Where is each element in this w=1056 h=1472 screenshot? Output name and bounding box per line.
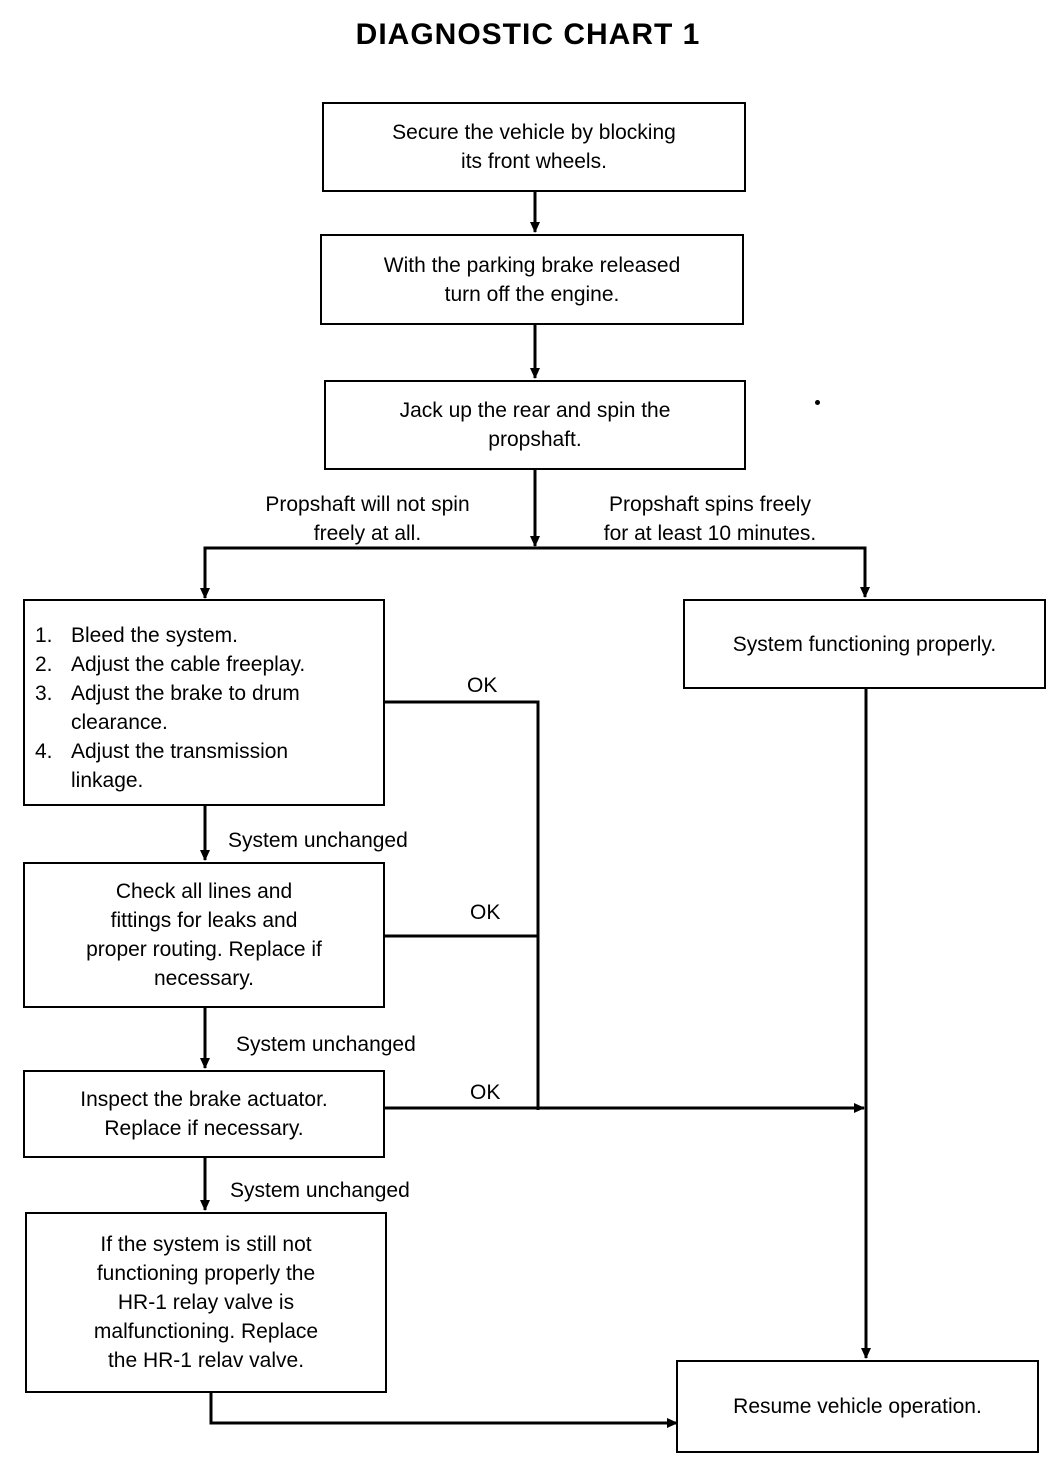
arrow-relay-to-resume bbox=[209, 1393, 678, 1428]
label-ok-1: OK bbox=[467, 674, 498, 697]
node-jack-up: Jack up the rear and spin the propshaft. bbox=[324, 380, 746, 470]
ok-line-steps bbox=[385, 700, 540, 1110]
node-inspect-actuator: Inspect the brake actuator. Replace if n… bbox=[23, 1070, 385, 1158]
step-item: 3.Adjust the brake to drum clearance. bbox=[35, 682, 300, 734]
node-parking-brake: With the parking brake released turn off… bbox=[320, 234, 744, 325]
node-check-lines: Check all lines and fittings for leaks a… bbox=[23, 862, 385, 1008]
label-ok-2: OK bbox=[470, 901, 501, 924]
label-spins-freely: Propshaft spins freely for at least 10 m… bbox=[603, 493, 817, 545]
node-secure-vehicle: Secure the vehicle by blocking its front… bbox=[322, 102, 746, 192]
node-system-functioning: System functioning properly. bbox=[683, 599, 1046, 689]
label-unchanged-3: System unchanged bbox=[230, 1179, 410, 1202]
label-ok-3: OK bbox=[470, 1081, 501, 1104]
label-unchanged-2: System unchanged bbox=[236, 1033, 416, 1056]
step-item: 4.Adjust the transmission linkage. bbox=[35, 740, 289, 792]
step-item: 2.Adjust the cable freeplay. bbox=[35, 653, 306, 676]
step-item: 1.Bleed the system. bbox=[35, 624, 238, 647]
branch-line bbox=[203, 546, 867, 598]
label-unchanged-1: System unchanged bbox=[228, 829, 408, 852]
node-relay-valve: If the system is still not functioning p… bbox=[25, 1212, 387, 1393]
node-resume-operation: Resume vehicle operation. bbox=[676, 1360, 1039, 1453]
chart-title: DIAGNOSTIC CHART 1 bbox=[355, 18, 701, 51]
node-adjust-steps: 1.Bleed the system. 2.Adjust the cable f… bbox=[23, 599, 385, 806]
stray-mark bbox=[815, 400, 820, 405]
label-no-spin: Propshaft will not spin freely at all. bbox=[265, 493, 470, 545]
steps-list: 1.Bleed the system. 2.Adjust the cable f… bbox=[35, 621, 305, 795]
